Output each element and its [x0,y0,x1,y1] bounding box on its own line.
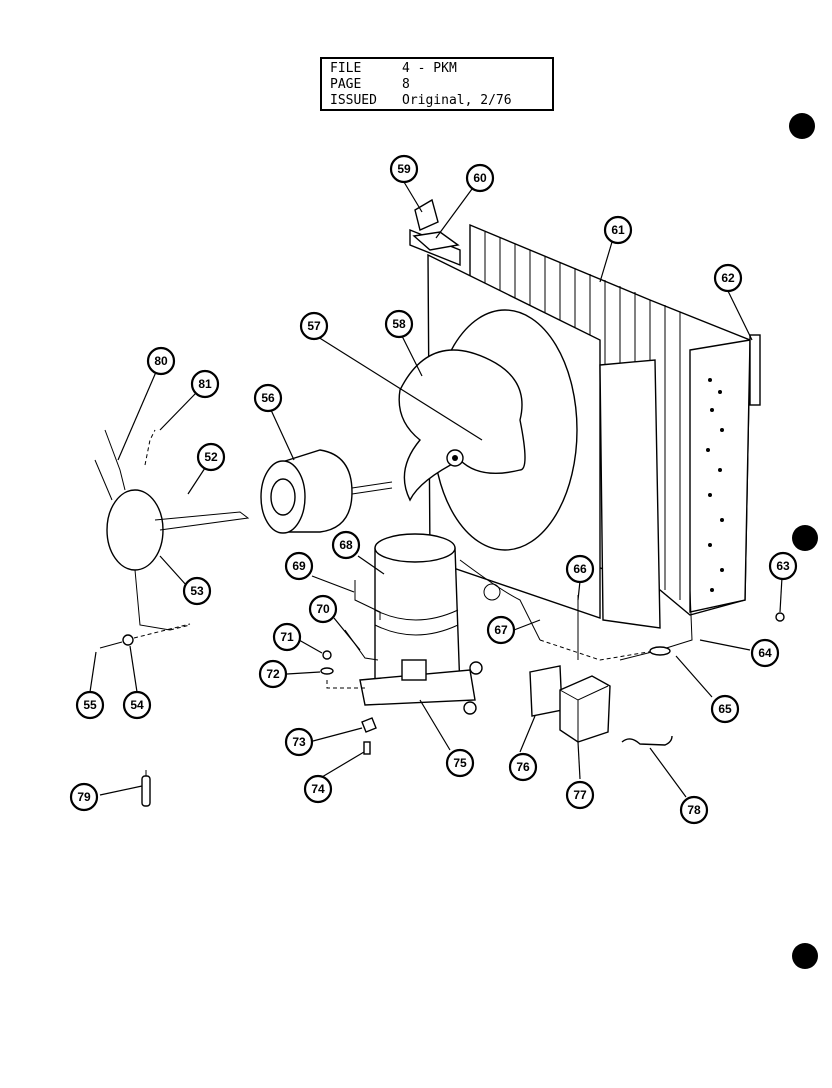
callout-60-top: 60 [465,163,495,193]
svg-text:77: 77 [573,788,587,802]
binder-hole-middle [792,525,818,551]
issued-key: ISSUED [330,93,377,108]
binder-hole-bottom [792,943,818,969]
svg-text:53: 53 [190,584,204,598]
fan-blade [398,349,526,502]
svg-text:79: 79 [77,790,91,804]
svg-text:70: 70 [316,602,330,616]
callout-54: 54 [122,690,152,720]
insulation-strip [749,334,761,406]
callout-61-coil: 61 [603,215,633,245]
svg-text:58: 58 [392,317,406,331]
svg-text:78: 78 [687,803,701,817]
svg-text:75: 75 [453,756,467,770]
callout-67: 67 [486,615,516,645]
callout-77: 77 [565,780,595,810]
callout-68: 68 [331,530,361,560]
binder-hole-top [789,113,815,139]
callout-66: 66 [565,554,595,584]
callout-71: 71 [272,622,302,652]
file-row: FILE 4 - PKM [330,61,544,77]
callout-79: 79 [69,782,99,812]
mounting-hardware [320,650,377,755]
suction-tube [354,580,381,620]
callout-70: 70 [308,594,338,624]
svg-text:81: 81 [198,377,212,391]
svg-text:60: 60 [473,171,487,185]
callout-55: 55 [75,690,105,720]
svg-text:64: 64 [758,646,772,660]
callout-75: 75 [445,748,475,778]
callout-62: 62 [713,263,743,293]
callout-69: 69 [284,551,314,581]
svg-text:54: 54 [130,698,144,712]
callout-78: 78 [679,795,709,825]
callout-65: 65 [710,694,740,724]
callout-64: 64 [750,638,780,668]
page-key: PAGE [330,77,362,92]
callout-56: 56 [253,383,283,413]
svg-text:71: 71 [280,630,294,644]
callout-74: 74 [303,774,333,804]
svg-text:63: 63 [776,559,790,573]
svg-text:61: 61 [611,223,625,237]
svg-text:57: 57 [307,319,321,333]
motor-mount [94,429,250,631]
callout-72: 72 [258,659,288,689]
svg-text:76: 76 [516,760,530,774]
svg-text:67: 67 [494,623,508,637]
leader-lines [89,181,783,798]
issued-row: ISSUED Original, 2/76 [330,93,544,109]
file-info-box: FILE 4 - PKM PAGE 8 ISSUED Original, 2/7… [320,57,554,111]
callout-81: 81 [190,369,220,399]
svg-text:66: 66 [573,562,587,576]
discharge-tube [344,629,379,661]
fan-motor [260,449,393,534]
file-key: FILE [330,61,362,76]
callout-59: 59 [389,154,419,184]
drier-part [141,770,151,807]
svg-text:68: 68 [339,538,353,552]
callout-58: 58 [384,309,414,339]
callout-80: 80 [146,346,176,376]
issued-value: Original, 2/76 [402,93,512,108]
svg-text:62: 62 [721,271,735,285]
svg-text:55: 55 [83,698,97,712]
file-value: 4 - PKM [402,61,457,76]
brackets-top [412,198,460,251]
terminal-cover-parts [529,665,611,743]
page-row: PAGE 8 [330,77,544,93]
svg-text:74: 74 [311,782,325,796]
refrigerant-tubing [539,589,785,661]
svg-text:72: 72 [266,667,280,681]
screws-left [99,623,191,649]
svg-text:69: 69 [292,559,306,573]
callout-53: 53 [182,576,212,606]
svg-text:73: 73 [292,735,306,749]
callout-73: 73 [284,727,314,757]
callout-63: 63 [768,551,798,581]
callout-52: 52 [196,442,226,472]
svg-text:80: 80 [154,354,168,368]
svg-text:52: 52 [204,450,218,464]
page-value: 8 [402,77,410,92]
compressor [359,533,483,715]
svg-text:59: 59 [397,162,411,176]
callout-57: 57 [299,311,329,341]
callout-76: 76 [508,752,538,782]
svg-text:56: 56 [261,391,275,405]
svg-text:65: 65 [718,702,732,716]
tube-clip [621,735,673,746]
